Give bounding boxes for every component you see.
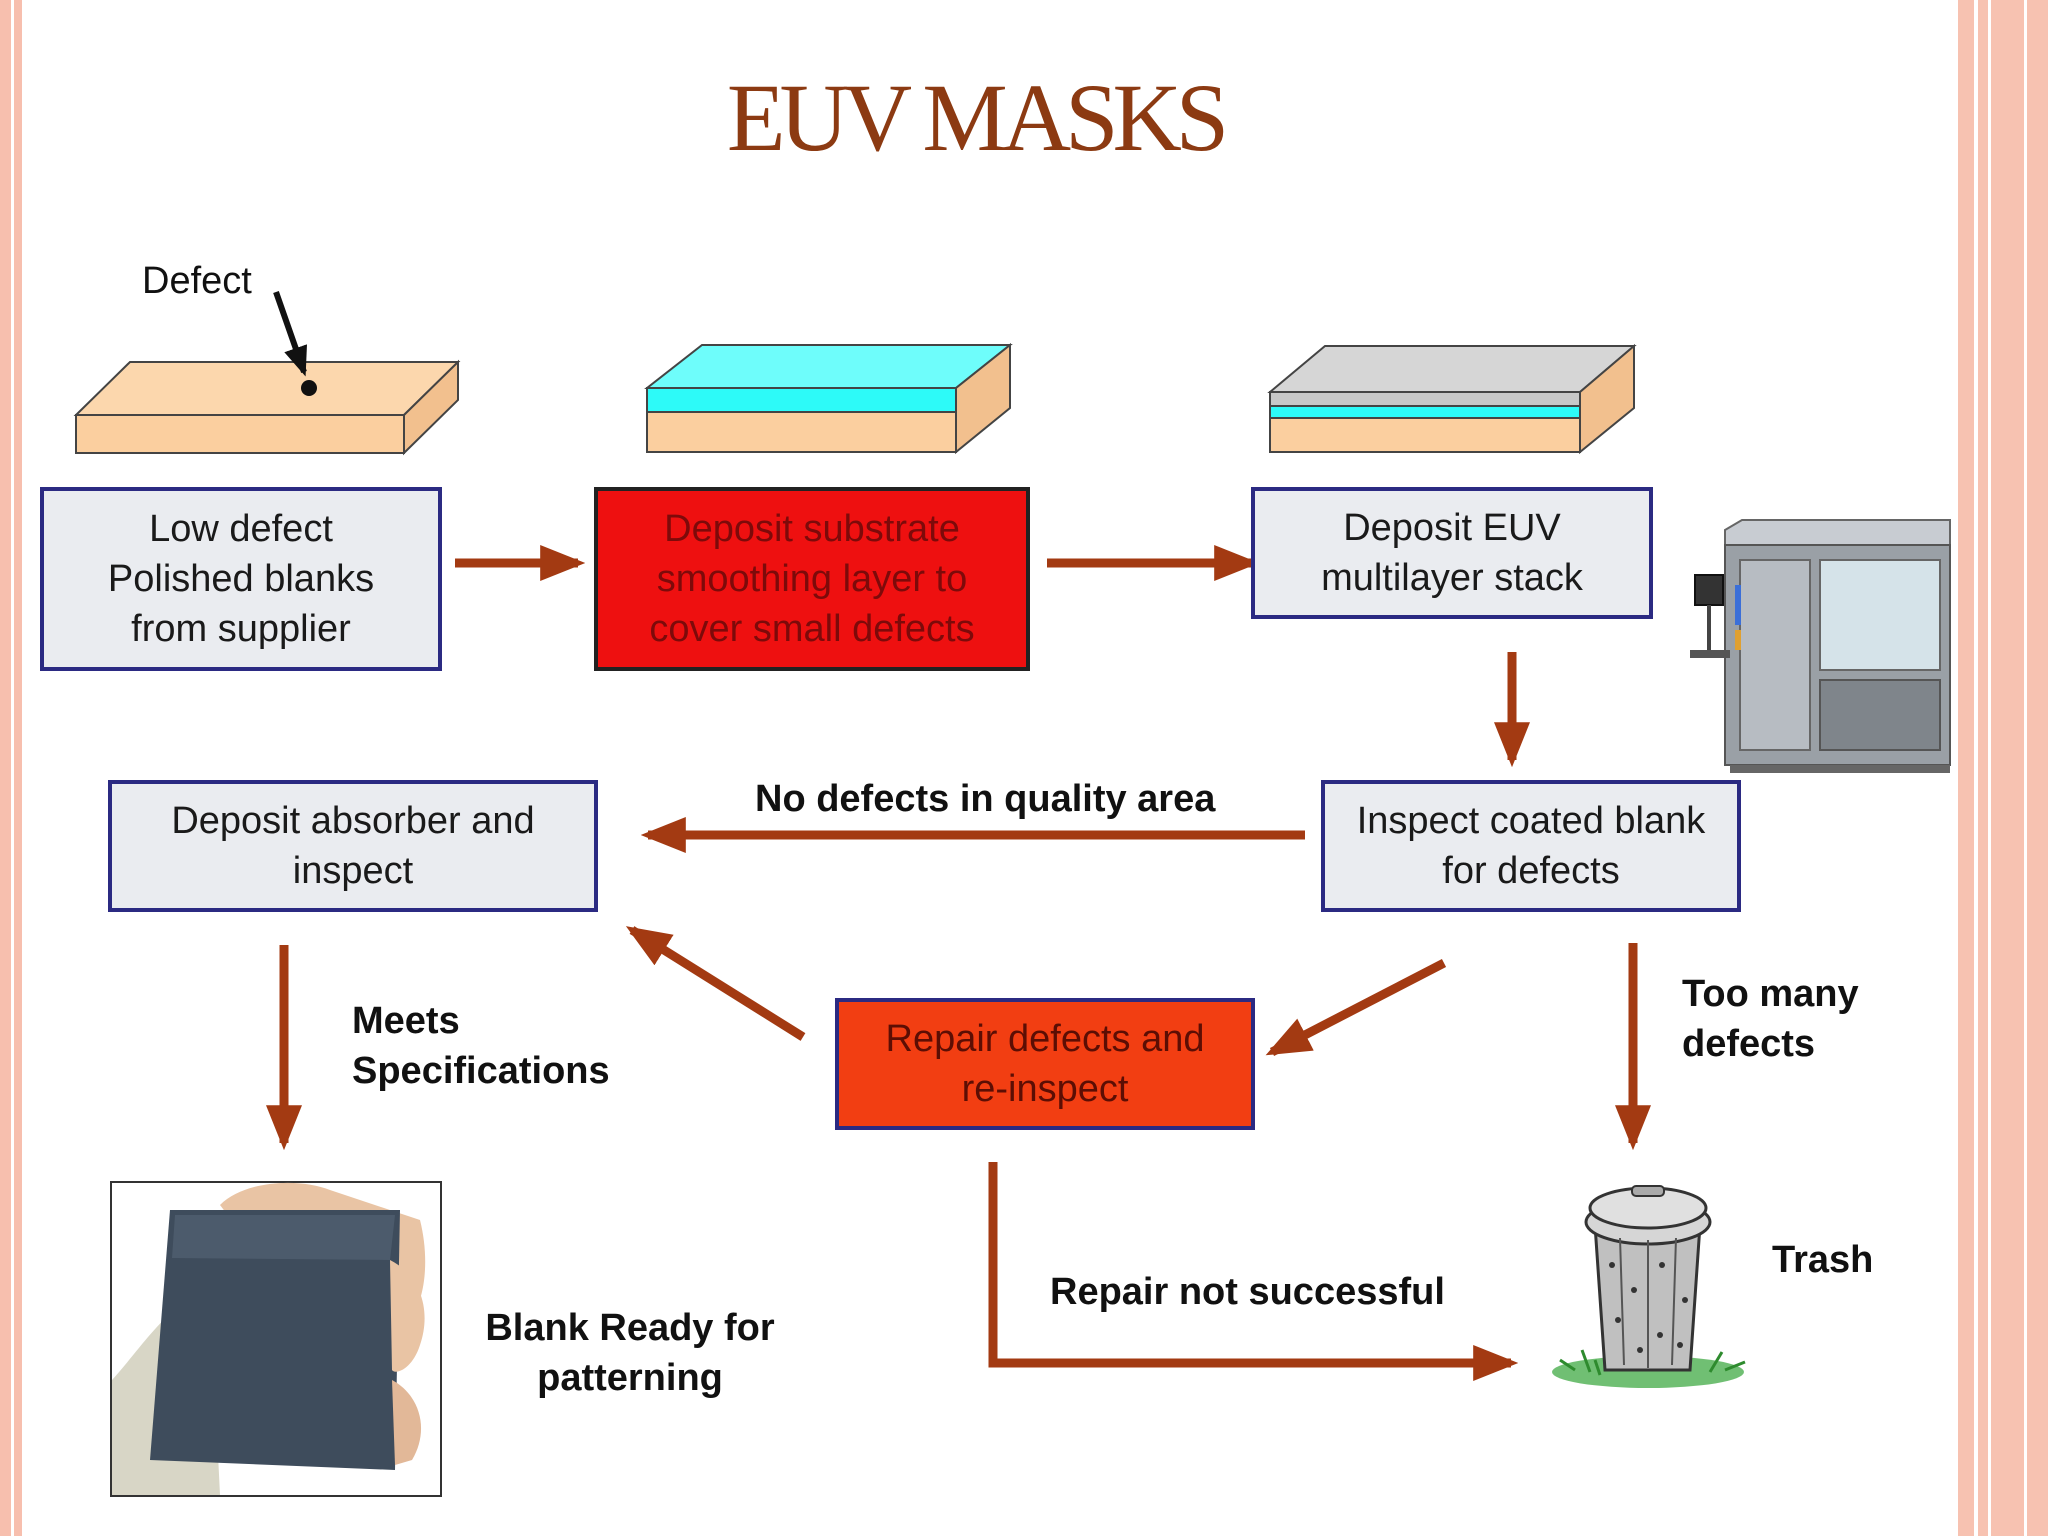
defect-label: Defect xyxy=(142,260,252,302)
blank-slab-3 xyxy=(1267,343,1637,455)
too-many-defects-label: Too many defects xyxy=(1682,973,1859,1065)
blank-slab-2 xyxy=(644,342,1013,455)
blank-ready-label: Blank Ready for patterning xyxy=(485,1307,775,1399)
arrow-repair-to-trash xyxy=(988,1162,1519,1381)
repair-defects-box: Repair defects and re-inspect xyxy=(835,998,1255,1130)
trash-label: Trash xyxy=(1772,1239,1874,1281)
blank-slab-1 xyxy=(73,359,461,456)
inspect-coated-blank-box: Inspect coated blank for defects xyxy=(1321,780,1741,912)
inspection-tool-icon xyxy=(1690,519,1951,773)
left-decorative-border xyxy=(0,0,22,1536)
no-defects-label: No defects in quality area xyxy=(755,778,1216,820)
mask-blank-photo-icon xyxy=(110,1181,442,1497)
low-defect-blanks-box: Low defect Polished blanks from supplier xyxy=(40,487,442,671)
meets-specifications-label: Meets Specifications xyxy=(352,1000,610,1092)
right-decorative-border xyxy=(1958,0,2048,1536)
defect-pointer-arrow xyxy=(273,291,308,377)
repair-not-successful-label: Repair not successful xyxy=(1050,1271,1445,1313)
defect-icon xyxy=(301,380,317,396)
deposit-smoothing-layer-box: Deposit substrate smoothing layer to cov… xyxy=(594,487,1030,671)
arrow-repair-to-absorber xyxy=(625,926,806,1041)
deposit-absorber-box: Deposit absorber and inspect xyxy=(108,780,598,912)
arrow-inspect-to-repair xyxy=(1265,959,1447,1056)
page-title: EUV MASKS xyxy=(726,64,1229,171)
trash-can-icon xyxy=(1552,1185,1746,1388)
deposit-multilayer-box: Deposit EUV multilayer stack xyxy=(1251,487,1653,619)
